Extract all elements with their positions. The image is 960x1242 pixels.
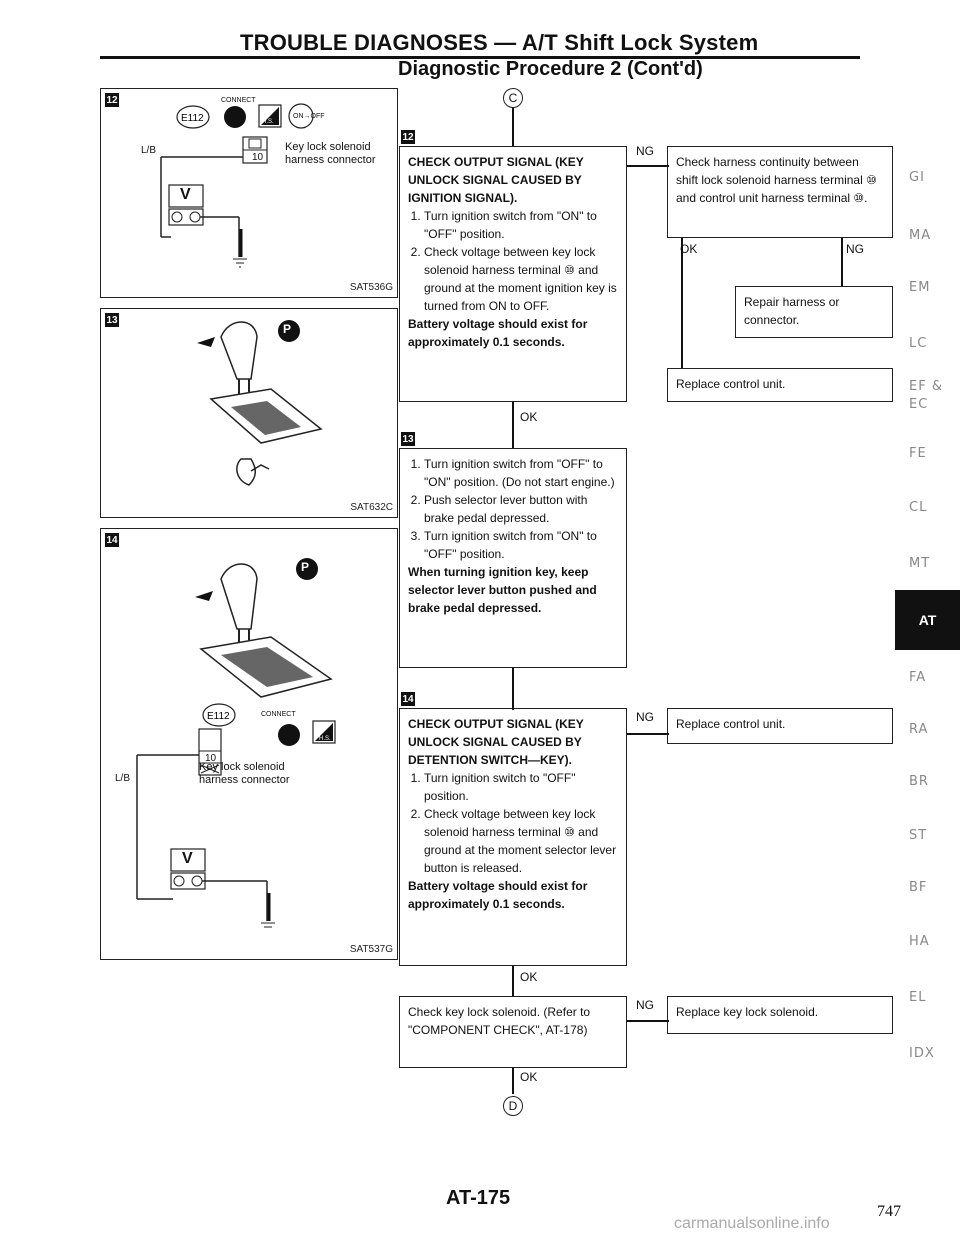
park-badge: P (283, 322, 292, 336)
check-solenoid-box: Check key lock solenoid. (Refer to "COMP… (399, 996, 627, 1068)
side-index-item[interactable]: RA (909, 722, 929, 737)
flow-line (512, 402, 514, 448)
flow-line (512, 668, 514, 710)
side-index-item[interactable]: EF & EC (909, 379, 943, 412)
side-index-item[interactable]: FE (909, 446, 927, 461)
side-index-item[interactable]: EM (909, 280, 931, 295)
side-index-item[interactable]: BF (909, 880, 928, 895)
flow-line (681, 238, 683, 368)
side-index-item[interactable]: LC (909, 336, 928, 351)
flow-line (512, 966, 514, 996)
wire-label: L/B (141, 145, 157, 156)
flow-line (627, 733, 669, 735)
step-item: Check voltage between key lock solenoid … (424, 805, 618, 877)
hs-label: H.S. (319, 736, 331, 742)
svg-text:H.S.: H.S. (262, 119, 274, 125)
step-requirement: When turning ignition key, keep selector… (408, 565, 597, 615)
side-index-item[interactable]: EL (909, 990, 927, 1005)
flow-line (841, 238, 843, 286)
svg-text:E112: E112 (207, 711, 230, 722)
ng-label: NG (846, 242, 864, 256)
connector-marker-start: C (503, 88, 523, 108)
connector-marker-end: D (503, 1096, 523, 1116)
step-item: Check voltage between key lock solenoid … (424, 243, 618, 315)
replace-control-unit-box: Replace control unit. (667, 368, 893, 402)
meter-label: V (180, 186, 191, 203)
step-14-box: CHECK OUTPUT SIGNAL (KEY UNLOCK SIGNAL C… (399, 708, 627, 966)
step-heading: CHECK OUTPUT SIGNAL (KEY UNLOCK SIGNAL C… (408, 155, 584, 205)
step-tag: 13 (401, 432, 415, 446)
replace-control-unit-box: Replace control unit. (667, 708, 893, 744)
connect-label: CONNECT (221, 97, 256, 104)
ng-label: NG (636, 998, 654, 1012)
step-heading: CHECK OUTPUT SIGNAL (KEY UNLOCK SIGNAL C… (408, 717, 584, 767)
flow-line (627, 165, 669, 167)
side-index-item-active[interactable]: AT (895, 590, 960, 650)
title-rule (100, 56, 860, 59)
page-title: TROUBLE DIAGNOSES — A/T Shift Lock Syste… (240, 30, 759, 55)
panel-14: 14 E112 P CONNECT H.S. 10 L/B Key lock (100, 528, 398, 960)
step-12-box: CHECK OUTPUT SIGNAL (KEY UNLOCK SIGNAL C… (399, 146, 627, 402)
side-index-item[interactable]: BR (909, 774, 929, 789)
step-tag: 12 (401, 130, 415, 144)
replace-solenoid-box: Replace key lock solenoid. (667, 996, 893, 1034)
panel-12: 12 CONNECT E112 H.S. L/B 10 V ON→OFF Key… (100, 88, 398, 298)
step-requirement: Battery voltage should exist for approxi… (408, 879, 588, 911)
park-badge: P (301, 560, 310, 574)
ng-label: NG (636, 144, 654, 158)
selector-lever-diagram (197, 320, 323, 486)
step-13-box: Turn ignition switch from "OFF" to "ON" … (399, 448, 627, 668)
connector-id: E112 (181, 113, 204, 124)
flow-line (512, 108, 514, 146)
pin-label: 10 (252, 152, 264, 163)
step-item: Turn ignition switch from "ON" to "OFF" … (424, 527, 618, 563)
ok-label: OK (520, 410, 538, 424)
page-number: 747 (877, 1203, 901, 1220)
side-index-item[interactable]: GI (909, 170, 925, 185)
panel-tag: 14 (105, 533, 119, 547)
side-index-item[interactable]: FA (909, 670, 927, 685)
ok-label: OK (520, 1070, 538, 1084)
flow-line (512, 1068, 514, 1094)
pin-label: 10 (205, 753, 217, 764)
side-index-item[interactable]: CL (909, 500, 928, 515)
side-index-item[interactable]: MT (909, 556, 931, 571)
step-requirement: Battery voltage should exist for approxi… (408, 317, 588, 349)
side-index-item[interactable]: MA (909, 228, 932, 243)
step-item: Turn ignition switch from "ON" to "OFF" … (424, 207, 618, 243)
step-tag: 14 (401, 692, 415, 706)
ok-label: OK (680, 242, 698, 256)
side-index-item[interactable]: HA (909, 934, 930, 949)
panel-tag: 13 (105, 313, 119, 327)
wire-label: L/B (115, 773, 131, 784)
panel-tag: 12 (105, 93, 119, 107)
step-item: Turn ignition switch from "OFF" to "ON" … (424, 455, 618, 491)
ng-label: NG (636, 710, 654, 724)
side-index: GI MA EM LC EF & EC FE CL MT AT FA RA BR… (895, 160, 960, 1080)
figure-code: SAT536G (349, 282, 393, 293)
page-code: AT-175 (446, 1187, 511, 1209)
ignition-label: ON→OFF (293, 113, 325, 120)
figure-code: SAT632C (350, 502, 393, 513)
ok-label: OK (520, 970, 538, 984)
connector-label: Key lock solenoid harness connector (285, 141, 376, 166)
watermark: carmanualsonline.info (674, 1215, 830, 1232)
page-subtitle: Diagnostic Procedure 2 (Cont'd) (398, 58, 703, 80)
connector-label: Key lock solenoid harness connector (199, 761, 290, 786)
connector-diagram: E112 H.S. (160, 103, 314, 268)
side-index-item[interactable]: IDX (909, 1046, 935, 1061)
connect-label: CONNECT (261, 711, 296, 718)
side-index-item[interactable]: ST (909, 828, 928, 843)
step-item: Turn ignition switch to "OFF" position. (424, 769, 618, 805)
continuity-check-box: Check harness continuity between shift l… (667, 146, 893, 238)
panel-13: 13 P SAT632C (100, 308, 398, 518)
figure-code: SAT537G (349, 944, 393, 955)
repair-harness-box: Repair harness or connector. (735, 286, 893, 338)
selector-lever-diagram: E112 (136, 558, 336, 928)
step-item: Push selector lever button with brake pe… (424, 491, 618, 527)
flow-line (627, 1020, 669, 1022)
meter-label: V (182, 850, 193, 867)
